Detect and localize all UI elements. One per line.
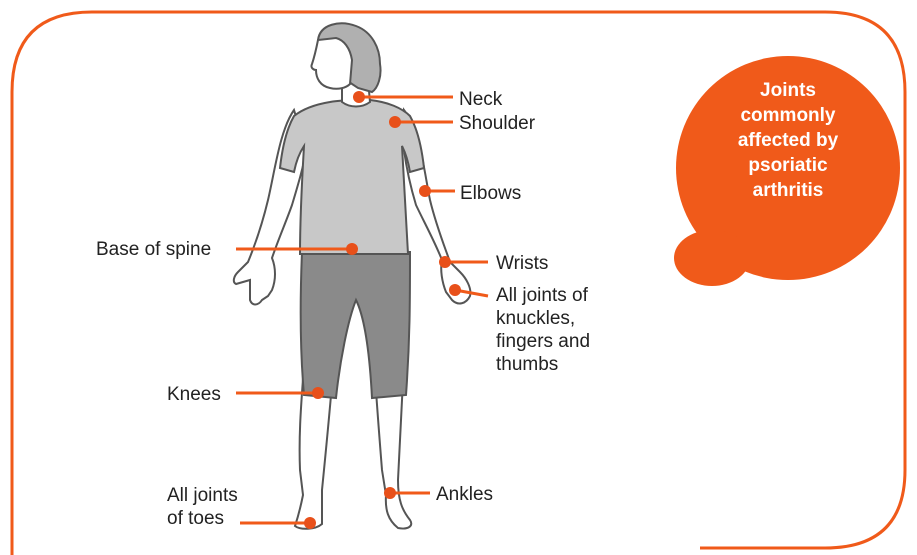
shorts (301, 252, 410, 398)
label-elbows: Elbows (460, 182, 521, 205)
dot-knees (312, 387, 324, 399)
callout-text: Joints commonly affected by psoriatic ar… (700, 78, 876, 203)
dot-wrists (439, 256, 451, 268)
dot-base-of-spine (346, 243, 358, 255)
face (311, 38, 352, 89)
label-knuckles: All joints of knuckles, fingers and thum… (496, 284, 636, 376)
callout-line: psoriatic (700, 153, 876, 178)
dot-neck (353, 91, 365, 103)
label-base-of-spine: Base of spine (96, 238, 211, 261)
label-ankles: Ankles (436, 483, 493, 506)
label-wrists: Wrists (496, 252, 548, 275)
label-knuckles-line: knuckles, (496, 307, 636, 330)
callout-line: commonly (700, 103, 876, 128)
dot-shoulder (389, 116, 401, 128)
label-knuckles-line: All joints of (496, 284, 636, 307)
callout-line: Joints (700, 78, 876, 103)
human-figure (234, 23, 471, 528)
label-toes-line: of toes (167, 507, 277, 530)
label-toes: All joints of toes (167, 484, 277, 530)
label-knuckles-line: fingers and (496, 330, 636, 353)
label-shoulder: Shoulder (459, 112, 535, 135)
dot-ankles (384, 487, 396, 499)
dot-elbows (419, 185, 431, 197)
callout-line: affected by (700, 128, 876, 153)
dot-toes (304, 517, 316, 529)
callout-line: arthritis (700, 178, 876, 203)
label-neck: Neck (459, 88, 502, 111)
label-toes-line: All joints (167, 484, 277, 507)
dot-knuckles (449, 284, 461, 296)
label-knees: Knees (167, 383, 221, 406)
label-knuckles-line: thumbs (496, 353, 636, 376)
